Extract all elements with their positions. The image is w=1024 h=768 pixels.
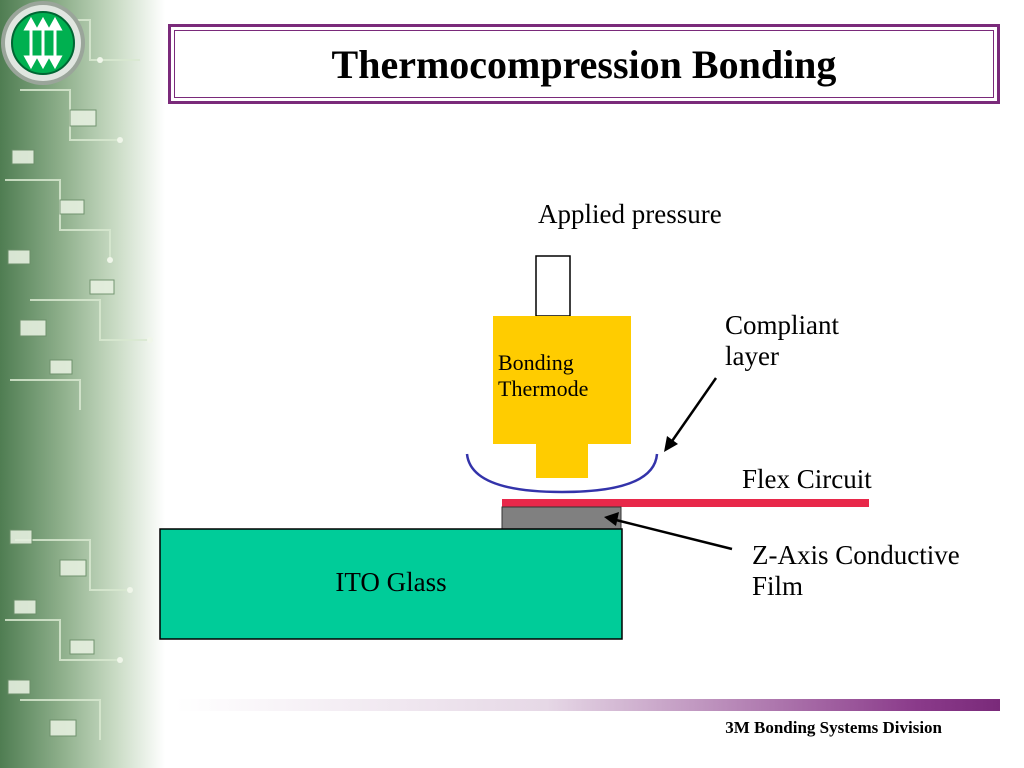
- applied-pressure-label: Applied pressure: [538, 199, 722, 229]
- compliant-layer: [465, 453, 659, 494]
- compliant-layer-label: Compliant layer: [725, 310, 839, 372]
- film-arrowhead: [604, 512, 619, 526]
- flex-circuit-label: Flex Circuit: [742, 464, 872, 494]
- thermode-label: Bonding Thermode: [498, 350, 589, 402]
- compliant-arrow: [668, 377, 718, 445]
- z-axis-film-label: Z-Axis Conductive Film: [752, 540, 960, 602]
- flex-circuit: [502, 499, 869, 507]
- footer-divider: [175, 699, 1000, 711]
- ito-glass-label: ITO Glass: [335, 567, 447, 597]
- bonding-thermode: [493, 316, 631, 444]
- ito-glass: [159, 528, 623, 640]
- film-arrow: [615, 518, 733, 551]
- footer-text: 3M Bonding Systems Division: [725, 718, 942, 737]
- z-axis-film: [501, 506, 622, 530]
- circuit-board-sidebar: [0, 0, 165, 768]
- three-vertical-arrows-icon: [1, 1, 85, 85]
- title-box: Thermocompression Bonding: [168, 24, 1000, 104]
- pressure-rod: [535, 255, 571, 317]
- thermode-tip: [536, 444, 588, 478]
- compliant-arrowhead: [664, 436, 678, 452]
